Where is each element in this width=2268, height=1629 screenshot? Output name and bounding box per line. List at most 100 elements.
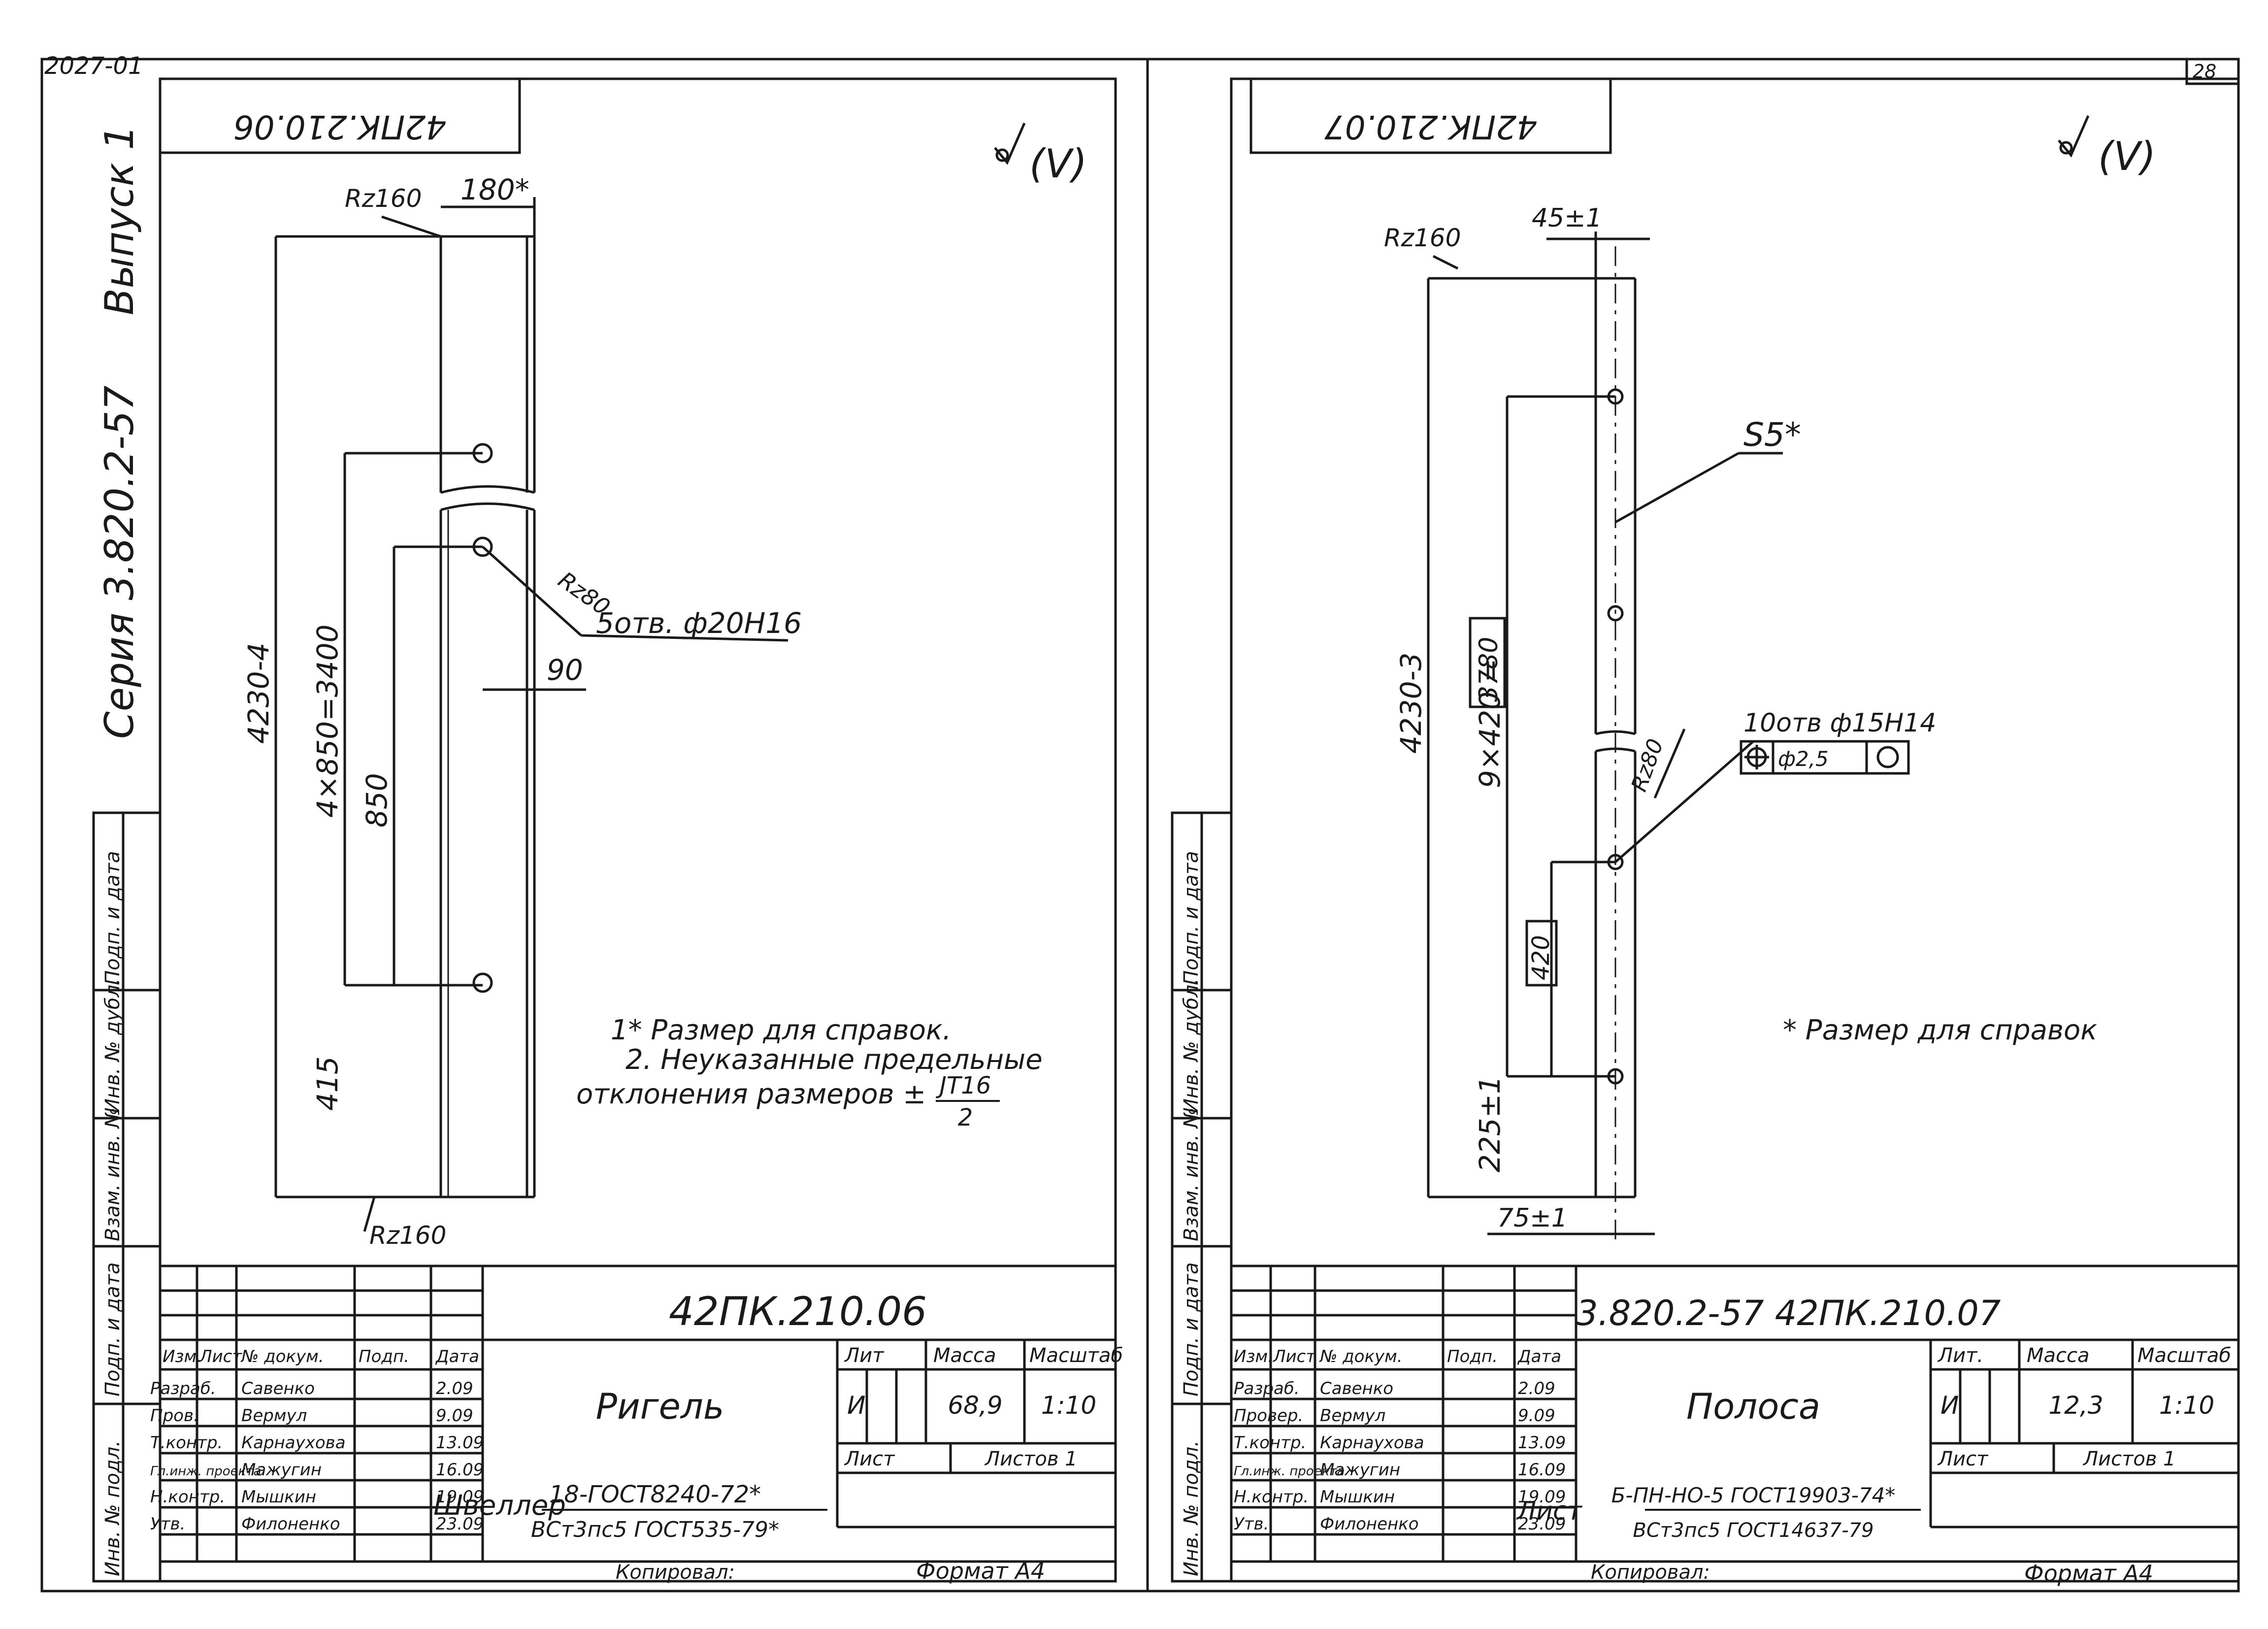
left-fraction-den: 2 bbox=[958, 1104, 973, 1131]
position-tolerance-frame bbox=[1740, 740, 1910, 775]
left-mass: 68,9 bbox=[948, 1391, 1002, 1420]
left-dim-width: 180* bbox=[460, 173, 529, 206]
right-role-2: Т.контр. bbox=[1234, 1433, 1306, 1453]
right-lit-label: Лит. bbox=[1937, 1344, 1983, 1367]
side-stamp-3: Инв. № дубл. bbox=[101, 978, 124, 1113]
right-hdr-doc: № докум. bbox=[1319, 1347, 1403, 1366]
left-role-1: Пров. bbox=[150, 1406, 199, 1426]
right-sheets-label: Листов 1 bbox=[2082, 1448, 2176, 1470]
left-surface-finish: (V) bbox=[1029, 141, 1087, 187]
right-role-4: Н.контр. bbox=[1234, 1487, 1309, 1507]
left-lit: И bbox=[847, 1391, 865, 1420]
side-stamp-r-2: Взам. инв. № bbox=[1180, 1107, 1203, 1241]
side-stamp-r-3: Инв. № дубл. bbox=[1180, 978, 1203, 1113]
left-hdr-list: Лист bbox=[198, 1347, 242, 1366]
left-role-3: Гл.инж. проекта bbox=[150, 1464, 261, 1479]
right-surface-finish: (V) bbox=[2098, 133, 2156, 179]
right-date-4: 19.09 bbox=[1518, 1487, 1566, 1507]
left-designation: 42ПК.210.06 bbox=[669, 1289, 927, 1334]
right-dim-length: 4230-3 bbox=[1394, 653, 1428, 754]
left-name-5: Филоненко bbox=[241, 1514, 340, 1534]
left-rz-top: Rz160 bbox=[345, 184, 422, 213]
right-date-0: 2.09 bbox=[1518, 1379, 1555, 1398]
left-role-0: Разраб. bbox=[150, 1379, 216, 1398]
left-date-0: 2.09 bbox=[436, 1379, 473, 1398]
left-date-3: 16.09 bbox=[436, 1460, 484, 1480]
right-date-1: 9.09 bbox=[1518, 1406, 1555, 1426]
left-surface-finish-mark bbox=[994, 122, 1026, 165]
side-stamp-2: Взам. инв. № bbox=[101, 1107, 124, 1241]
left-lit-label: Лит bbox=[844, 1344, 885, 1367]
right-role-5: Утв. bbox=[1234, 1514, 1269, 1534]
left-name-3: Мажугин bbox=[241, 1460, 322, 1480]
left-title-block bbox=[159, 1264, 1117, 1563]
left-name-1: Вермул bbox=[241, 1406, 307, 1426]
issue-label: Выпуск 1 bbox=[97, 125, 142, 315]
right-part-name: Полоса bbox=[1686, 1386, 1820, 1427]
left-dim-length: 4230-4 bbox=[242, 643, 275, 744]
left-material-bottom: ВСт3пс5 ГОСТ535-79* bbox=[531, 1517, 779, 1542]
left-format: Формат А4 bbox=[916, 1558, 1045, 1584]
side-stamp-4: Подп. и дата bbox=[101, 851, 124, 985]
side-stamp-1: Подп. и дата bbox=[101, 1263, 124, 1396]
right-dim-offset: 75±1 bbox=[1497, 1203, 1568, 1233]
left-scale: 1:10 bbox=[1041, 1391, 1096, 1420]
left-role-4: Н.контр. bbox=[150, 1487, 225, 1507]
left-mass-label: Масса bbox=[933, 1344, 996, 1367]
right-position-tol: ф2,5 bbox=[1778, 747, 1829, 771]
right-thickness: S5* bbox=[1743, 416, 1801, 454]
right-part-strip bbox=[1427, 232, 1910, 1241]
series-label: Серия 3.820.2-57 bbox=[97, 385, 142, 739]
right-dim-pitch: 9×420 = bbox=[1473, 659, 1507, 788]
left-mirror-code: 42ПК.210.06 bbox=[233, 108, 446, 146]
left-part-name: Ригель bbox=[596, 1386, 724, 1427]
left-name-0: Савенко bbox=[241, 1379, 315, 1398]
left-dim-offset: 90 bbox=[547, 653, 583, 687]
left-copied: Копировал: bbox=[616, 1561, 735, 1584]
left-role-2: Т.контр. bbox=[150, 1433, 223, 1453]
left-date-5: 23.09 bbox=[436, 1514, 484, 1534]
left-sheets-label: Листов 1 bbox=[984, 1448, 1078, 1470]
left-holes-note: 5отв. ф20Н16 bbox=[596, 606, 802, 640]
sheet-number-box bbox=[2185, 58, 2240, 85]
right-mirror-code: 42ПК.210.07 bbox=[1324, 108, 1537, 146]
left-dim-step: 850 bbox=[360, 773, 394, 828]
left-mirror-code-box bbox=[159, 77, 521, 154]
right-note: * Размер для справок bbox=[1783, 1014, 2097, 1046]
right-scale: 1:10 bbox=[2159, 1391, 2214, 1420]
right-role-0: Разраб. bbox=[1234, 1379, 1300, 1398]
left-part-rigel bbox=[274, 197, 789, 1232]
left-hdr-date: Дата bbox=[435, 1347, 479, 1366]
left-rz-bottom: Rz160 bbox=[369, 1221, 446, 1250]
right-hdr-sign: Подп. bbox=[1447, 1347, 1498, 1366]
right-surface-finish-mark bbox=[2058, 115, 2090, 158]
right-name-0: Савенко bbox=[1320, 1379, 1393, 1398]
right-material-bottom: ВСт3пс5 ГОСТ14637-79 bbox=[1633, 1519, 1874, 1542]
album-code: 2027-01 bbox=[44, 52, 143, 80]
right-name-2: Карнаухова bbox=[1320, 1433, 1424, 1453]
right-dim-pitch-box: 3780 bbox=[1474, 637, 1504, 702]
left-hdr-doc: № докум. bbox=[240, 1347, 324, 1366]
right-holes-note: 10отв ф15Н14 bbox=[1743, 708, 1936, 738]
right-role-3: Гл.инж. проекта bbox=[1234, 1464, 1345, 1479]
left-scale-label: Масштаб bbox=[1029, 1344, 1123, 1367]
left-material-top: 18-ГОСТ8240-72* bbox=[549, 1481, 761, 1508]
right-date-3: 16.09 bbox=[1518, 1460, 1566, 1480]
right-dim-width: 45±1 bbox=[1532, 203, 1602, 233]
right-mass-label: Масса bbox=[2027, 1344, 2090, 1367]
right-mirror-code-box bbox=[1249, 77, 1612, 154]
right-name-1: Вермул bbox=[1320, 1406, 1385, 1426]
right-copied: Копировал: bbox=[1591, 1561, 1710, 1584]
right-name-5: Филоненко bbox=[1320, 1514, 1419, 1534]
right-hdr-date: Дата bbox=[1517, 1347, 1561, 1366]
right-lit: И bbox=[1940, 1391, 1959, 1420]
right-sheet-label: Лист bbox=[1937, 1448, 1989, 1470]
left-sheet-label: Лист bbox=[844, 1448, 895, 1470]
side-stamp-r-4: Подп. и дата bbox=[1180, 851, 1203, 985]
right-mass: 12,3 bbox=[2048, 1391, 2103, 1420]
right-hdr-izm: Изм. bbox=[1234, 1347, 1273, 1366]
right-rz-top: Rz160 bbox=[1384, 224, 1461, 252]
right-format: Формат А4 bbox=[2024, 1560, 2153, 1587]
left-note-1: 1* Размер для справок. bbox=[611, 1014, 952, 1046]
right-date-5: 23.09 bbox=[1518, 1514, 1566, 1534]
